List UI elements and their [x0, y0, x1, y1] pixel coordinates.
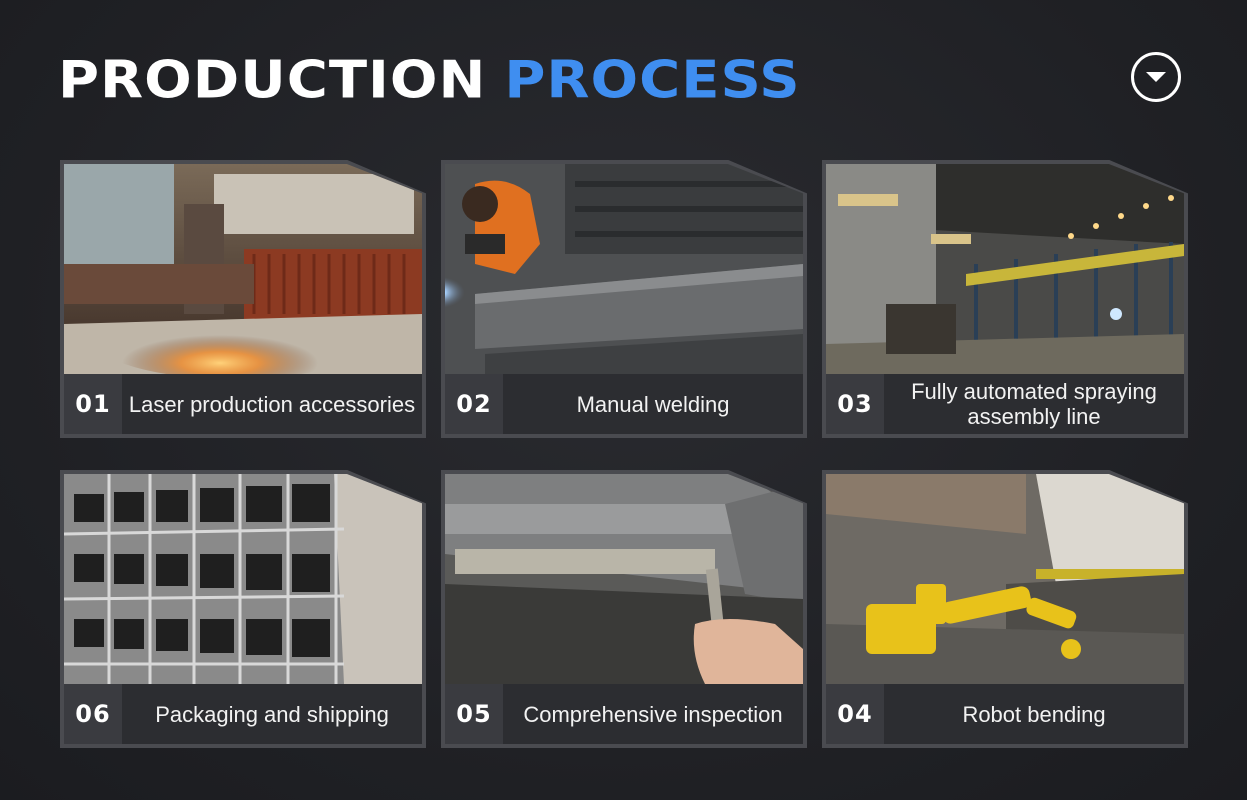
manual-welding-photo [445, 164, 803, 374]
step-label: Fully automated spraying assembly line [884, 374, 1184, 434]
card-caption-bar: 02 Manual welding [445, 374, 803, 434]
card-caption-bar: 01 Laser production accessories [64, 374, 422, 434]
card-caption-bar: 03 Fully automated spraying assembly lin… [826, 374, 1184, 434]
spraying-line-photo [826, 164, 1184, 374]
step-number: 05 [445, 684, 503, 744]
inspection-photo [445, 474, 803, 684]
step-label: Robot bending [884, 684, 1184, 744]
step-label: Laser production accessories [122, 374, 422, 434]
card-caption-bar: 04 Robot bending [826, 684, 1184, 744]
title-white-part: PRODUCTION [58, 50, 487, 111]
step-number: 06 [64, 684, 122, 744]
card-caption-bar: 05 Comprehensive inspection [445, 684, 803, 744]
packaging-photo [64, 474, 422, 684]
robot-bending-photo [826, 474, 1184, 684]
process-card-inspection[interactable]: 05 Comprehensive inspection [441, 470, 807, 748]
step-label: Packaging and shipping [122, 684, 422, 744]
expand-toggle-button[interactable] [1131, 52, 1181, 102]
card-caption-bar: 06 Packaging and shipping [64, 684, 422, 744]
process-card-welding[interactable]: 02 Manual welding [441, 160, 807, 438]
page-title: PRODUCTION PROCESS [58, 46, 801, 116]
step-number: 04 [826, 684, 884, 744]
process-card-spraying[interactable]: 03 Fully automated spraying assembly lin… [822, 160, 1188, 438]
laser-cutting-photo [64, 164, 422, 374]
step-label: Comprehensive inspection [503, 684, 803, 744]
step-number: 03 [826, 374, 884, 434]
chevron-down-icon [1146, 72, 1166, 82]
step-number: 02 [445, 374, 503, 434]
process-card-laser[interactable]: 01 Laser production accessories [60, 160, 426, 438]
step-label: Manual welding [503, 374, 803, 434]
process-card-packaging[interactable]: 06 Packaging and shipping [60, 470, 426, 748]
step-number: 01 [64, 374, 122, 434]
title-blue-part: PROCESS [504, 50, 801, 111]
process-card-robot[interactable]: 04 Robot bending [822, 470, 1188, 748]
